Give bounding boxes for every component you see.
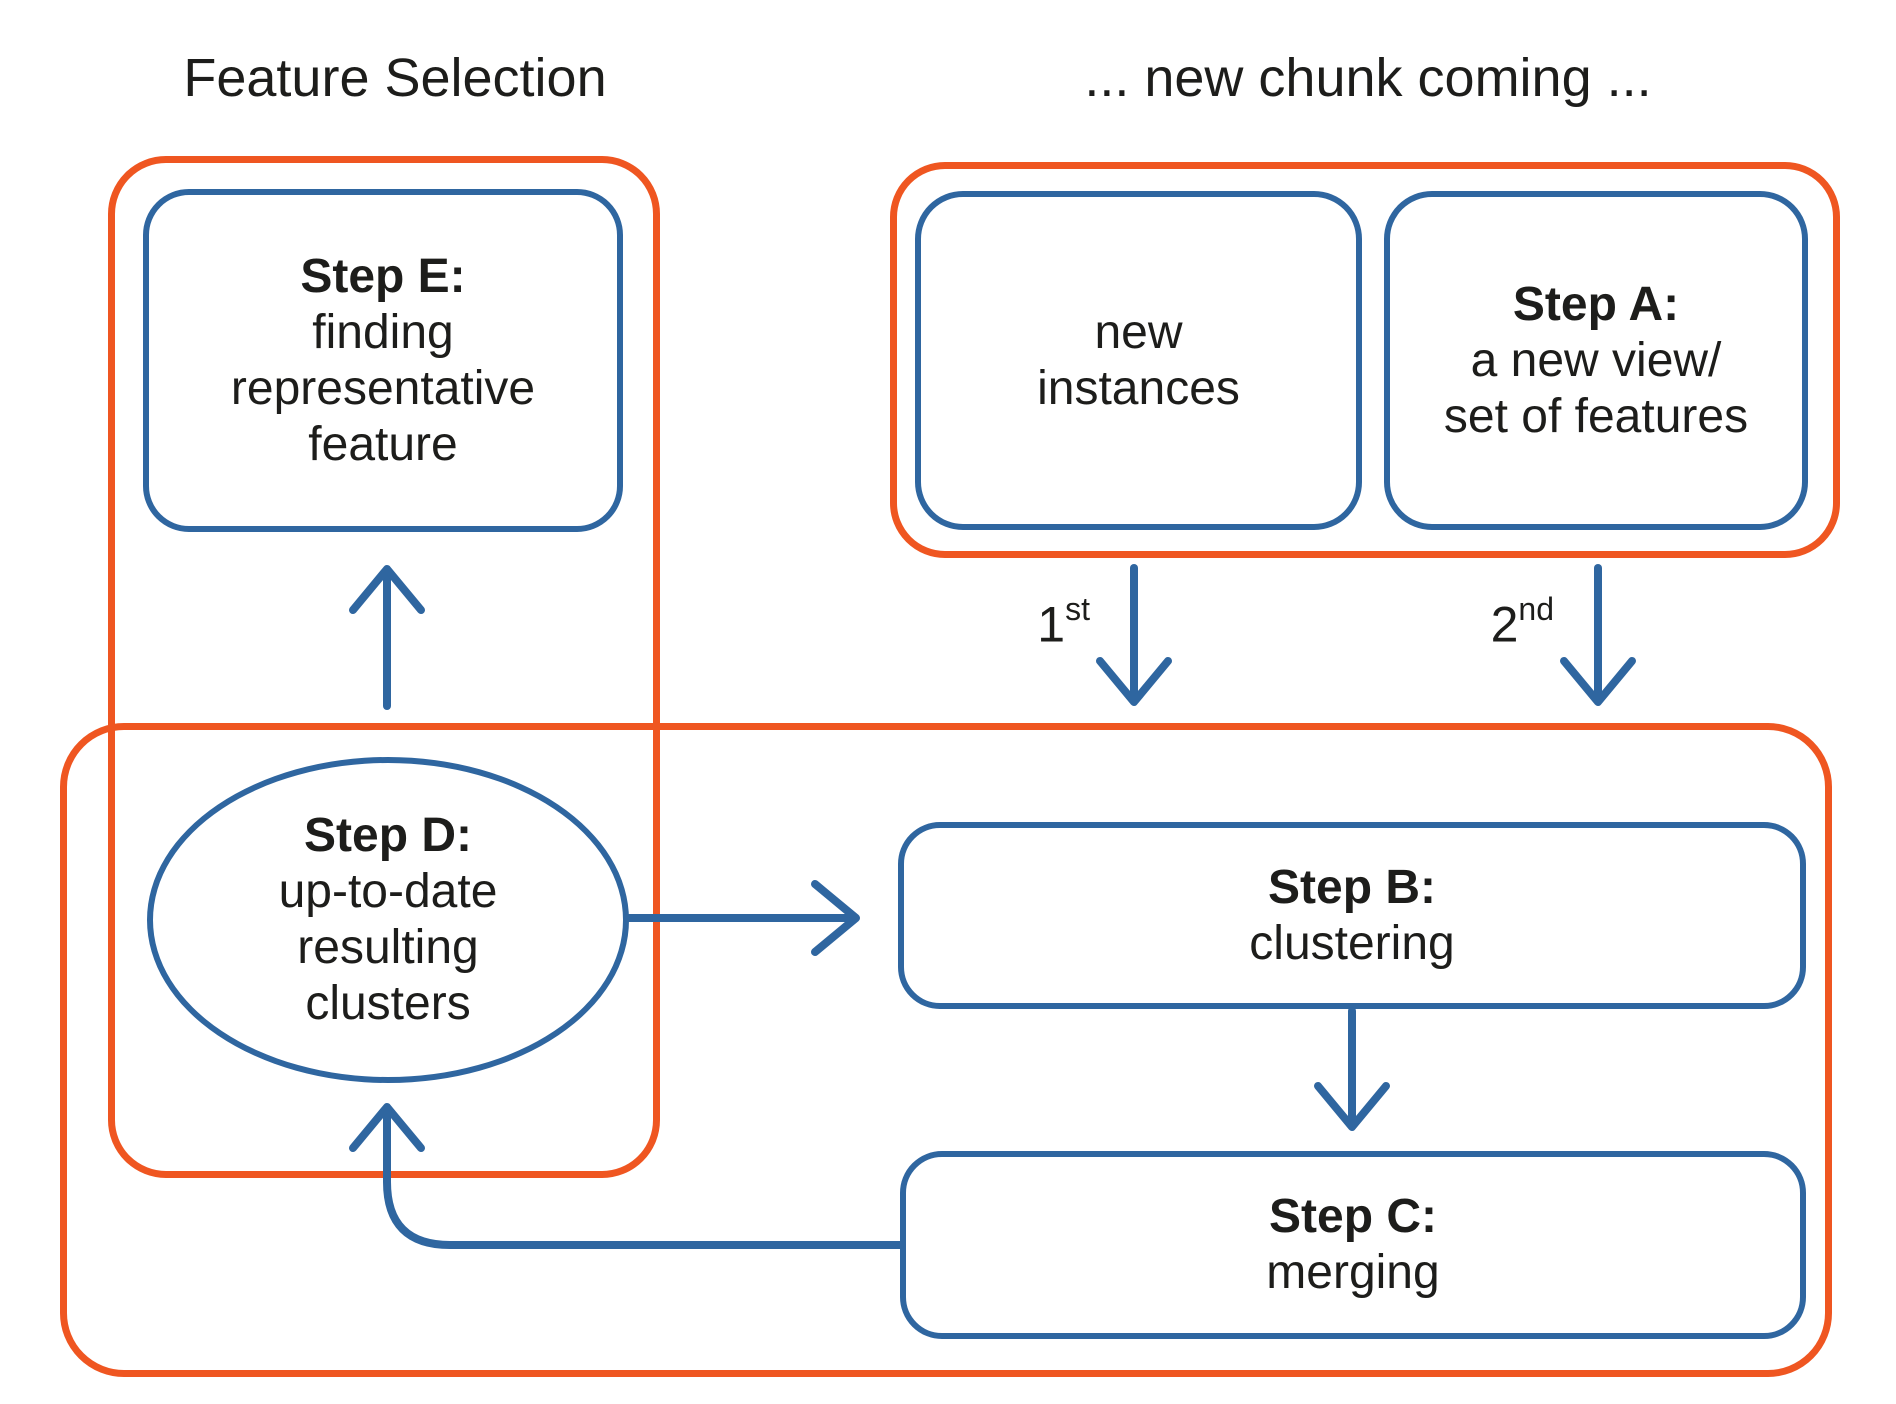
step-b-line: clustering (1249, 916, 1455, 970)
step-b-node: Step B: clustering (898, 822, 1806, 1009)
step-e-line: finding (312, 305, 454, 359)
step-a-line: a new view/ (1470, 333, 1722, 387)
feature-selection-title: Feature Selection (183, 48, 607, 108)
new-instances-line: instances (1037, 361, 1240, 415)
new-instances-node: new instances (915, 191, 1362, 530)
processing-group-box (60, 723, 1832, 1377)
new-chunk-title: ... new chunk coming ... (1084, 48, 1652, 108)
step-a-line: set of features (1443, 389, 1749, 443)
step-a-label: Step A: (1512, 277, 1680, 331)
step-e-node: Step E: finding representative feature (143, 189, 623, 532)
step-d-line: resulting (297, 921, 479, 974)
arrow-first-chunk-head (1096, 657, 1172, 706)
step-c-line: merging (1266, 1246, 1440, 1299)
step-a-node: Step A: a new view/ set of features (1384, 191, 1808, 530)
step-c-label: Step C: (1269, 1190, 1437, 1243)
new-chunk-group-box (890, 162, 1840, 558)
second-chunk-label: 2nd (1490, 591, 1554, 653)
step-c-node: Step C: merging (900, 1151, 1806, 1339)
step-d-line: clusters (305, 977, 471, 1030)
new-instances-line: new (1094, 305, 1183, 359)
step-e-label: Step E: (300, 249, 466, 303)
arrow-second-chunk-head (1560, 657, 1636, 706)
step-d-node: Step D: up-to-date resulting clusters (147, 757, 629, 1083)
step-d-line: up-to-date (278, 865, 498, 918)
step-d-label: Step D: (304, 809, 472, 862)
step-e-line: feature (308, 417, 458, 471)
step-b-label: Step B: (1268, 860, 1436, 914)
first-chunk-label: 1st (1037, 591, 1090, 653)
step-e-line: representative (230, 361, 536, 415)
